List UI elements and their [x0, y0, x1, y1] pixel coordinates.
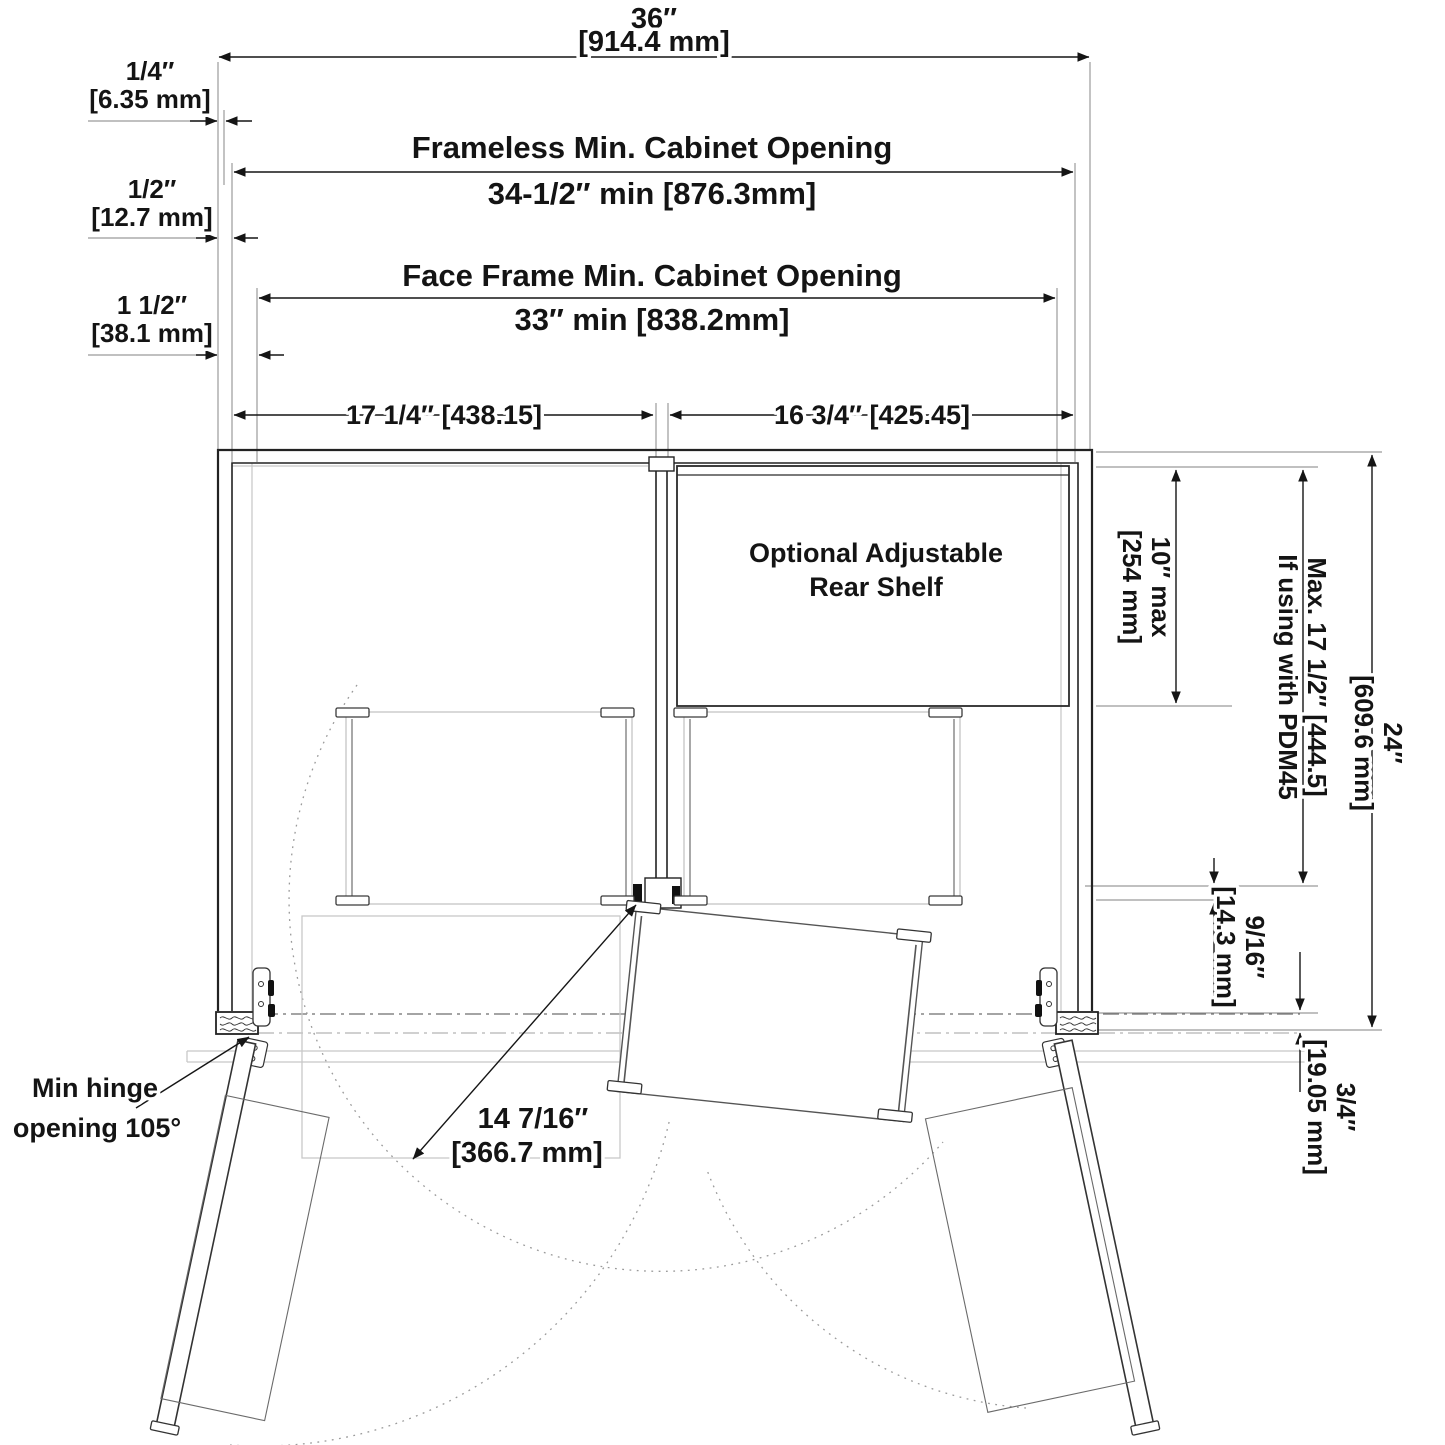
pivot-post [633, 456, 682, 909]
dimension-lines [135, 52, 1377, 1160]
dim-depth-mm: [609.6 mm] [1349, 675, 1379, 811]
dim-overall-inches: 36″ [631, 3, 677, 35]
left-face-frame-section [215, 1011, 259, 1035]
right-door-swing-arc [706, 1169, 1027, 1409]
dim-gap-inches: 9/16″ [1240, 915, 1270, 978]
pivot-centerlines [258, 1013, 1300, 1034]
dim-left-section: 17 1/4″ [438.15] [346, 400, 542, 430]
frameless-opening-value: 34-1/2″ min [876.3mm] [488, 176, 816, 211]
rear-shelf-label-line1: Optional Adjustable [749, 538, 1003, 568]
dim-front-mm: [19.05 mm] [1302, 1039, 1332, 1175]
right-basket [673, 707, 963, 906]
dim-one-half-inches: 1 1/2″ [117, 290, 187, 320]
left-door-shelf [160, 1094, 330, 1422]
dim-gap-mm: [14.3 mm] [1211, 886, 1241, 1007]
left-door-swing-arc [230, 1117, 671, 1445]
dim-half-inches: 1/2″ [128, 174, 177, 204]
dim-overall-mm: [914.4 mm] [578, 26, 730, 58]
dim-shelf-depth-mm: [254 mm] [1117, 530, 1147, 644]
dim-front-inches: 3/4″ [1331, 1083, 1361, 1132]
hinge-note-line2: opening 105° [13, 1113, 181, 1143]
extension-lines [88, 62, 1382, 1031]
right-door [1053, 1039, 1161, 1436]
dim-radius-mm: [366.7 mm] [451, 1137, 603, 1169]
hinge-note-leader [135, 1036, 250, 1109]
right-door-shelf [924, 1087, 1136, 1413]
swing-radius-arrow [412, 904, 637, 1160]
left-door [149, 1039, 257, 1436]
frameless-opening-title: Frameless Min. Cabinet Opening [412, 130, 893, 165]
dim-depth-inches: 24″ [1378, 722, 1408, 763]
face-frame-opening-title: Face Frame Min. Cabinet Opening [402, 258, 902, 293]
dim-quarter-mm: [6.35 mm] [89, 84, 210, 114]
dim-quarter-inches: 1/4″ [126, 56, 175, 86]
rear-shelf: Optional Adjustable Rear Shelf [676, 465, 1070, 707]
hinge-note-line1: Min hinge [32, 1073, 158, 1103]
swing-basket [606, 899, 932, 1123]
dim-pdm45-line1: Max. 17 1/2″ [444.5] [1302, 557, 1332, 796]
dim-pdm45-line2-bold: PDM45 [1273, 713, 1303, 800]
dim-radius-inches: 14 7/16″ [478, 1103, 589, 1135]
dim-right-section: 16 3/4″ [425.45] [774, 400, 970, 430]
swing-arcs [230, 684, 1027, 1445]
left-basket [335, 707, 635, 906]
dim-one-half-mm: [38.1 mm] [91, 318, 212, 348]
dimension-labels: 36″ [914.4 mm] 1/4″ [6.35 mm] 1/2″ [12.7… [9, 0, 1411, 1178]
rear-shelf-label-line2: Rear Shelf [809, 572, 944, 602]
dim-shelf-depth-inches: 10″ max [1146, 537, 1176, 638]
dim-pdm45-line2-prefix: If using with [1273, 554, 1303, 713]
dim-half-mm: [12.7 mm] [91, 202, 212, 232]
right-face-frame-section [1055, 1011, 1099, 1035]
face-frame-opening-value: 33″ min [838.2mm] [514, 302, 789, 337]
dim-pdm45-line2: If using with PDM45 [1273, 554, 1303, 800]
